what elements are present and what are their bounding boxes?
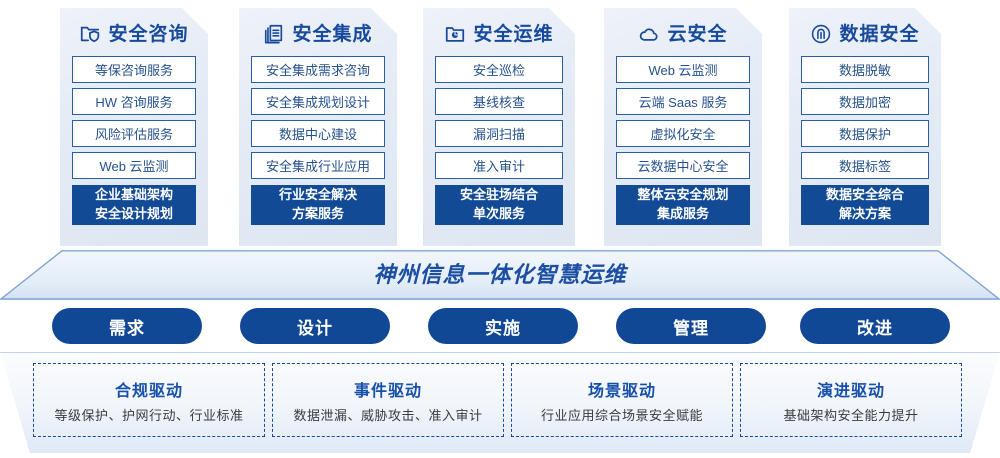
drivers-container: 合规驱动 等级保护、护网行动、行业标准 事件驱动 数据泄漏、威胁攻击、准入审计 … xyxy=(0,352,1000,453)
phase-pill-improve[interactable]: 改进 xyxy=(800,308,950,344)
pillar-summary-line: 单次服务 xyxy=(472,206,525,221)
driver-card-evolution[interactable]: 演进驱动 基础架构安全能力提升 xyxy=(740,363,962,437)
pillar-item[interactable]: 虚拟化安全 xyxy=(616,120,750,147)
pillar-header-2: 安全集成 xyxy=(239,12,397,56)
phase-pill-requirement[interactable]: 需求 xyxy=(52,308,202,344)
pillar-columns: 安全咨询 等保咨询服务 HW 咨询服务 风险评估服务 Web 云监测 企业基础架… xyxy=(0,0,1000,252)
cloud-icon xyxy=(638,23,660,45)
driver-title: 合规驱动 xyxy=(114,382,183,400)
pillar-summary-line: 解决方案 xyxy=(838,206,891,221)
pillar-title-1: 安全咨询 xyxy=(108,23,189,45)
pillar-header-5: 数据安全 xyxy=(789,12,941,56)
pillar-summary-line: 集成服务 xyxy=(656,206,709,221)
pillar-items-4: Web 云监测 云端 Saas 服务 虚拟化安全 云数据中心安全 xyxy=(604,56,762,179)
driver-card-incident[interactable]: 事件驱动 数据泄漏、威胁攻击、准入审计 xyxy=(272,363,504,437)
pillar-summary-line: 企业基础架构 xyxy=(94,187,173,203)
pillar-title-2: 安全集成 xyxy=(292,23,373,45)
pillar-item[interactable]: 安全巡检 xyxy=(435,56,563,83)
pillar-summary-line: 安全设计规划 xyxy=(94,206,173,221)
documents-stack-icon xyxy=(263,23,285,45)
fingerprint-icon xyxy=(810,23,832,45)
driver-title: 演进驱动 xyxy=(816,382,885,400)
pillar-item[interactable]: 数据标签 xyxy=(801,152,929,179)
pillar-summary-line: 方案服务 xyxy=(291,206,344,221)
pillar-card-2[interactable]: 安全集成 安全集成需求咨询 安全集成规划设计 数据中心建设 安全集成行业应用 行… xyxy=(239,8,397,246)
pillar-item[interactable]: Web 云监测 xyxy=(616,56,750,83)
pillar-title-5: 数据安全 xyxy=(839,23,920,45)
pillar-items-3: 安全巡检 基线核查 漏洞扫描 准入审计 xyxy=(423,56,575,179)
pillar-item[interactable]: 云端 Saas 服务 xyxy=(616,88,750,115)
pillar-title-3: 安全运维 xyxy=(473,23,554,45)
pillar-item[interactable]: 漏洞扫描 xyxy=(435,120,563,147)
pillar-card-5[interactable]: 数据安全 数据脱敏 数据加密 数据保护 数据标签 数据安全综合 解决方案 xyxy=(789,8,941,246)
driver-desc: 数据泄漏、威胁攻击、准入审计 xyxy=(293,407,483,423)
driver-card-compliance[interactable]: 合规驱动 等级保护、护网行动、行业标准 xyxy=(33,363,265,437)
pillar-summary-2[interactable]: 行业安全解决 方案服务 xyxy=(251,185,385,225)
pillar-item[interactable]: 安全集成需求咨询 xyxy=(251,56,385,83)
pillar-items-2: 安全集成需求咨询 安全集成规划设计 数据中心建设 安全集成行业应用 xyxy=(239,56,397,179)
pillar-header-3: 安全运维 xyxy=(423,12,575,56)
pillar-summary-line: 整体云安全规划 xyxy=(637,187,729,203)
driver-desc: 行业应用综合场景安全赋能 xyxy=(540,407,703,423)
pillar-summary-4[interactable]: 整体云安全规划 集成服务 xyxy=(616,185,750,225)
pillar-summary-5[interactable]: 数据安全综合 解决方案 xyxy=(801,185,929,225)
pillar-item[interactable]: 数据保护 xyxy=(801,120,929,147)
pillar-item[interactable]: 安全集成行业应用 xyxy=(251,152,385,179)
pillar-item[interactable]: 安全集成规划设计 xyxy=(251,88,385,115)
pillar-items-5: 数据脱敏 数据加密 数据保护 数据标签 xyxy=(789,56,941,179)
pillar-summary-line: 安全驻场结合 xyxy=(459,187,538,203)
pillar-item[interactable]: 风险评估服务 xyxy=(72,120,196,147)
driver-desc: 等级保护、护网行动、行业标准 xyxy=(54,407,244,423)
pillar-summary-line: 数据安全综合 xyxy=(825,187,904,203)
pillar-item[interactable]: 等保咨询服务 xyxy=(72,56,196,83)
pillar-item[interactable]: HW 咨询服务 xyxy=(72,88,196,115)
pillar-card-1[interactable]: 安全咨询 等保咨询服务 HW 咨询服务 风险评估服务 Web 云监测 企业基础架… xyxy=(60,8,208,246)
platform-banner-title: 神州信息一体化智慧运维 xyxy=(373,262,627,287)
phase-pill-manage[interactable]: 管理 xyxy=(616,308,766,344)
pillar-summary-line: 行业安全解决 xyxy=(278,187,357,203)
pillar-card-4[interactable]: 云安全 Web 云监测 云端 Saas 服务 虚拟化安全 云数据中心安全 整体云… xyxy=(604,8,762,246)
pillar-item[interactable]: Web 云监测 xyxy=(72,152,196,179)
driver-title: 事件驱动 xyxy=(353,382,422,400)
folder-shield-icon xyxy=(79,23,101,45)
pillar-header-4: 云安全 xyxy=(604,12,762,56)
pillar-item[interactable]: 基线核查 xyxy=(435,88,563,115)
folder-chart-icon xyxy=(444,23,466,45)
phase-pill-row: 需求 设计 实施 管理 改进 xyxy=(0,308,1000,350)
driver-title: 场景驱动 xyxy=(587,382,656,400)
driver-card-scenario[interactable]: 场景驱动 行业应用综合场景安全赋能 xyxy=(511,363,733,437)
driver-desc: 基础架构安全能力提升 xyxy=(783,407,919,423)
pillar-item[interactable]: 数据中心建设 xyxy=(251,120,385,147)
pillar-summary-3[interactable]: 安全驻场结合 单次服务 xyxy=(435,185,563,225)
pillar-item[interactable]: 数据加密 xyxy=(801,88,929,115)
pillar-title-4: 云安全 xyxy=(667,23,728,45)
pillar-items-1: 等保咨询服务 HW 咨询服务 风险评估服务 Web 云监测 xyxy=(60,56,208,179)
pillar-item[interactable]: 准入审计 xyxy=(435,152,563,179)
phase-pill-implement[interactable]: 实施 xyxy=(428,308,578,344)
pillar-summary-1[interactable]: 企业基础架构 安全设计规划 xyxy=(72,185,196,225)
pillar-header-1: 安全咨询 xyxy=(60,12,208,56)
pillar-item[interactable]: 数据脱敏 xyxy=(801,56,929,83)
phase-pill-design[interactable]: 设计 xyxy=(240,308,390,344)
pillar-item[interactable]: 云数据中心安全 xyxy=(616,152,750,179)
pillar-card-3[interactable]: 安全运维 安全巡检 基线核查 漏洞扫描 准入审计 安全驻场结合 单次服务 xyxy=(423,8,575,246)
platform-banner: 神州信息一体化智慧运维 xyxy=(0,250,1000,300)
